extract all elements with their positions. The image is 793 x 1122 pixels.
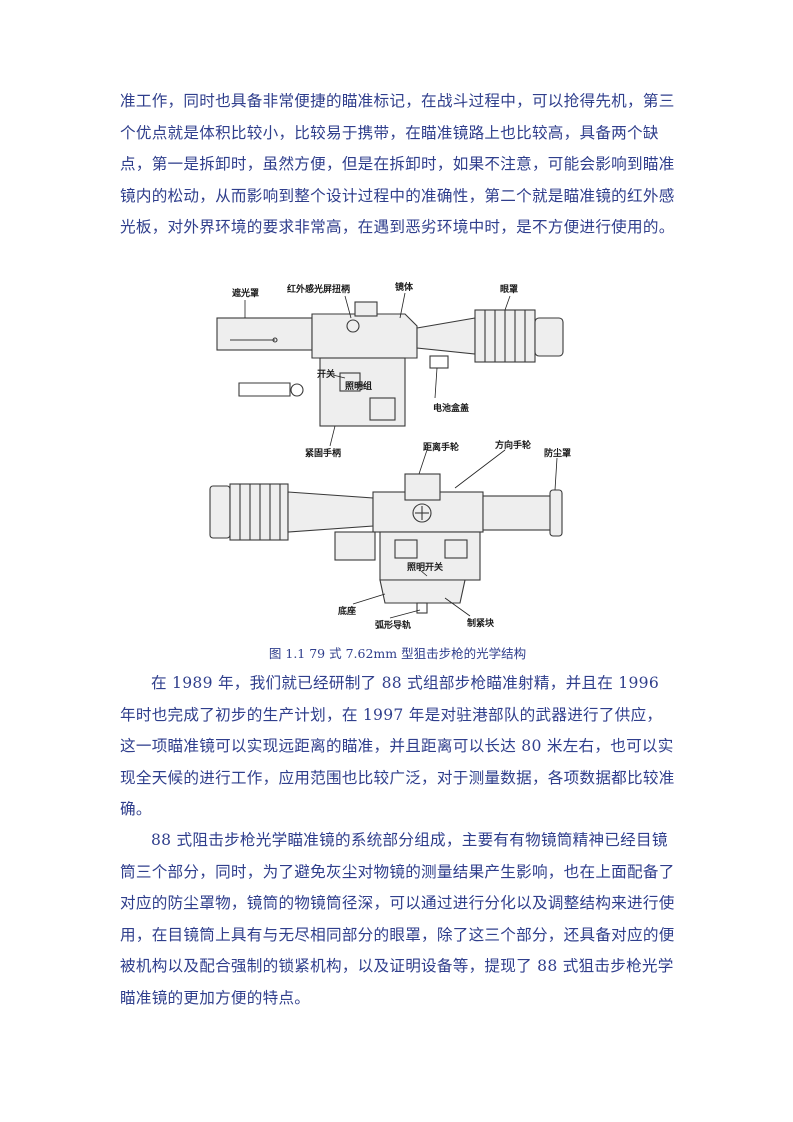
bottom-dust-cover — [549, 489, 563, 537]
bottom-eyepiece — [229, 483, 289, 541]
label-ir-knob: 红外感光屏扭柄 — [287, 283, 350, 295]
top-eyepiece-taper — [416, 317, 476, 355]
bottom-taper — [287, 491, 374, 533]
bottom-range-wheel — [404, 473, 441, 501]
label-arc-guide: 弧形导轨 — [375, 619, 411, 631]
bottom-base — [379, 579, 466, 604]
label-clamp-handle: 紧固手柄 — [305, 447, 341, 459]
bottom-scope-drawing — [209, 449, 563, 619]
bottom-objective — [482, 495, 554, 531]
top-mount — [319, 357, 406, 427]
label-shade: 遮光罩 — [232, 287, 259, 299]
paragraph-2: 在 1989 年，我们就已经研制了 88 式组部步枪瞄准射精，并且在 1996 … — [120, 674, 675, 818]
bottom-eyecup — [209, 485, 231, 539]
label-brake-block: 制紧块 — [467, 617, 495, 629]
label-battery-cover: 电池盒盖 — [433, 402, 469, 414]
label-switch: 开关 — [317, 368, 335, 380]
label-range-wheel: 距离手轮 — [423, 441, 459, 453]
top-body — [311, 313, 418, 359]
label-base: 底座 — [338, 605, 356, 617]
top-sunshade — [216, 317, 313, 351]
scope-diagram: 遮光罩 红外感光屏扭柄 镜体 眼罩 开关 照明组 电池盒盖 紧固手柄 — [209, 281, 571, 631]
label-lighting: 照明组 — [345, 380, 372, 392]
top-ir-knob — [354, 301, 378, 317]
label-direction-wheel: 方向手轮 — [495, 439, 531, 451]
label-body: 镜体 — [395, 281, 414, 293]
label-light-switch: 照明开关 — [407, 561, 443, 573]
label-dust-cover: 防尘罩 — [544, 447, 571, 459]
paragraph-3: 88 式阻击步枪光学瞄准镜的系统部分组成，主要有有物镜筒精神已经目镜筒三个部分，… — [120, 831, 675, 1007]
scope-figure: 遮光罩 红外感光屏扭柄 镜体 眼罩 开关 照明组 电池盒盖 紧固手柄 — [205, 278, 590, 634]
label-eyecup: 眼罩 — [500, 283, 518, 295]
top-scope-drawing — [216, 292, 564, 447]
paragraph-1: 准工作，同时也具备非常便捷的瞄准标记，在战斗过程中，可以抢得先机，第三个优点就是… — [120, 92, 675, 236]
figure-caption: 图 1.1 79 式 7.62mm 型狙击步枪的光学结构 — [268, 646, 527, 661]
